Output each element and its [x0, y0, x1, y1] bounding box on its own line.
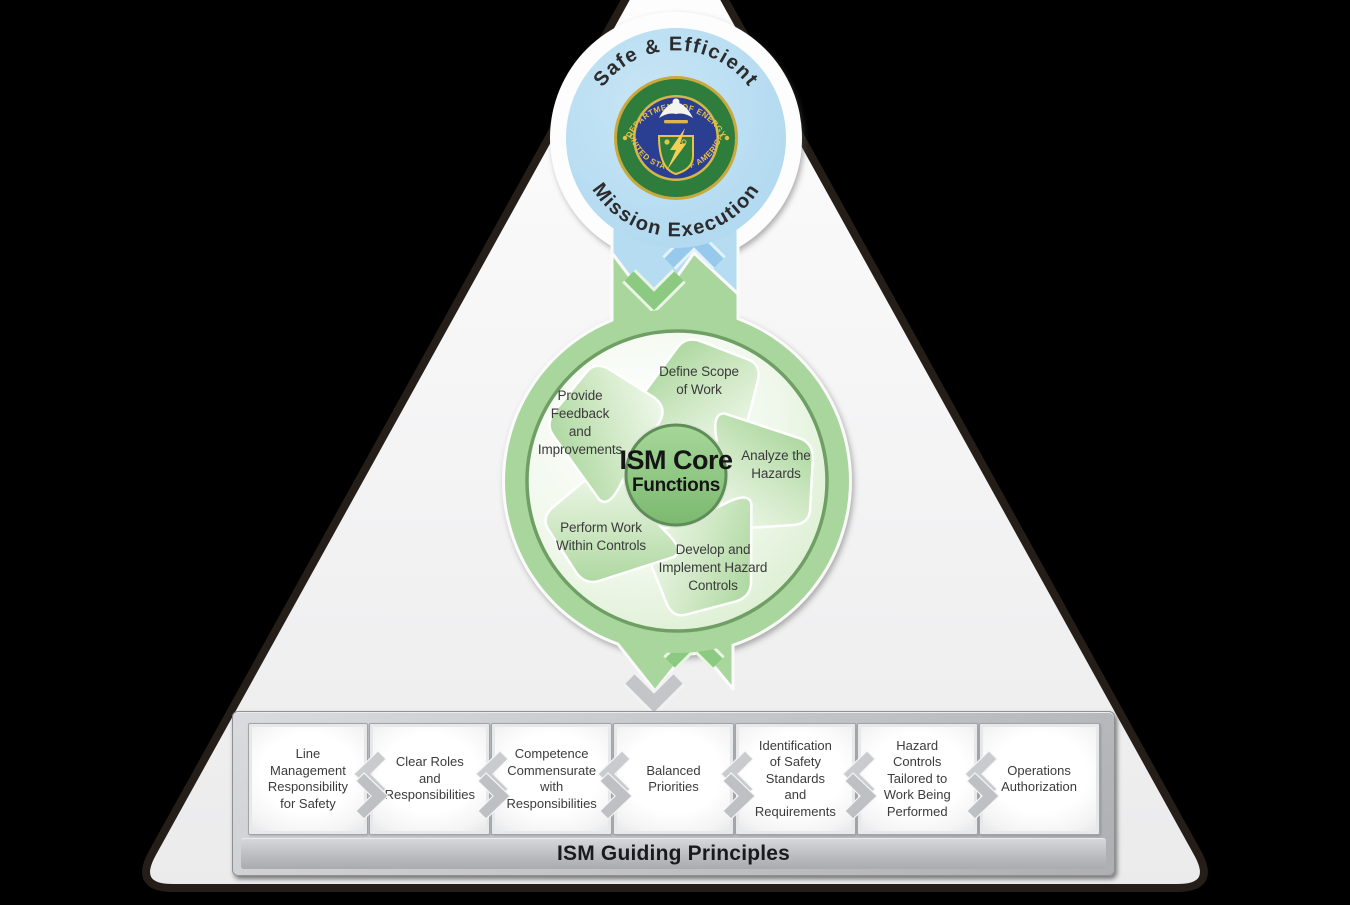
seal-shield-icon	[657, 128, 694, 176]
flow-divider-icon	[720, 750, 756, 820]
principle-competence: Competence Commensurate with Responsibil…	[491, 723, 613, 835]
core-function-develop-controls: Develop and Implement Hazard Controls	[658, 542, 768, 593]
core-function-provide-feedback: Provide Feedback and Improvements	[537, 388, 623, 457]
core-center-label: ISM Core Functions	[603, 445, 749, 497]
flow-divider-icon	[475, 750, 511, 820]
flow-divider-icon	[842, 750, 878, 820]
principle-balanced-priorities: Balanced Priorities	[613, 723, 734, 835]
core-functions-circle	[505, 309, 849, 653]
mission-circle: DEPARTMENT OF ENERGY UNITED STATES OF AM…	[566, 28, 786, 248]
guiding-principles-panel: Line Management Responsibility for Safet…	[232, 711, 1115, 876]
core-subtitle: Functions	[631, 475, 721, 496]
principle-safety-standards: Identification of Safety Standards and R…	[734, 723, 856, 835]
guiding-principles-title: ISM Guiding Principles	[241, 838, 1106, 869]
flow-divider-icon	[353, 750, 389, 820]
flow-divider-icon	[597, 750, 633, 820]
down-chevron-icon	[623, 672, 685, 717]
flow-divider-icon	[964, 750, 1000, 820]
principle-clear-roles: Clear Roles and Responsibilities	[369, 723, 491, 835]
principle-line-management: Line Management Responsibility for Safet…	[247, 723, 369, 835]
core-function-perform-work: Perform Work Within Controls	[555, 520, 647, 553]
doe-seal: DEPARTMENT OF ENERGY UNITED STATES OF AM…	[614, 76, 738, 200]
principle-hazard-controls: Hazard Controls Tailored to Work Being P…	[856, 723, 978, 835]
core-function-analyze-hazards: Analyze the Hazards	[741, 448, 811, 481]
core-function-define-scope: Define Scope of Work	[659, 364, 739, 397]
eagle-icon	[659, 98, 693, 124]
core-title: ISM Core	[619, 445, 733, 475]
pinwheel-blade	[548, 364, 664, 504]
down-chevron-icon	[622, 269, 686, 315]
guiding-principles-row: Line Management Responsibility for Safet…	[247, 723, 1100, 835]
